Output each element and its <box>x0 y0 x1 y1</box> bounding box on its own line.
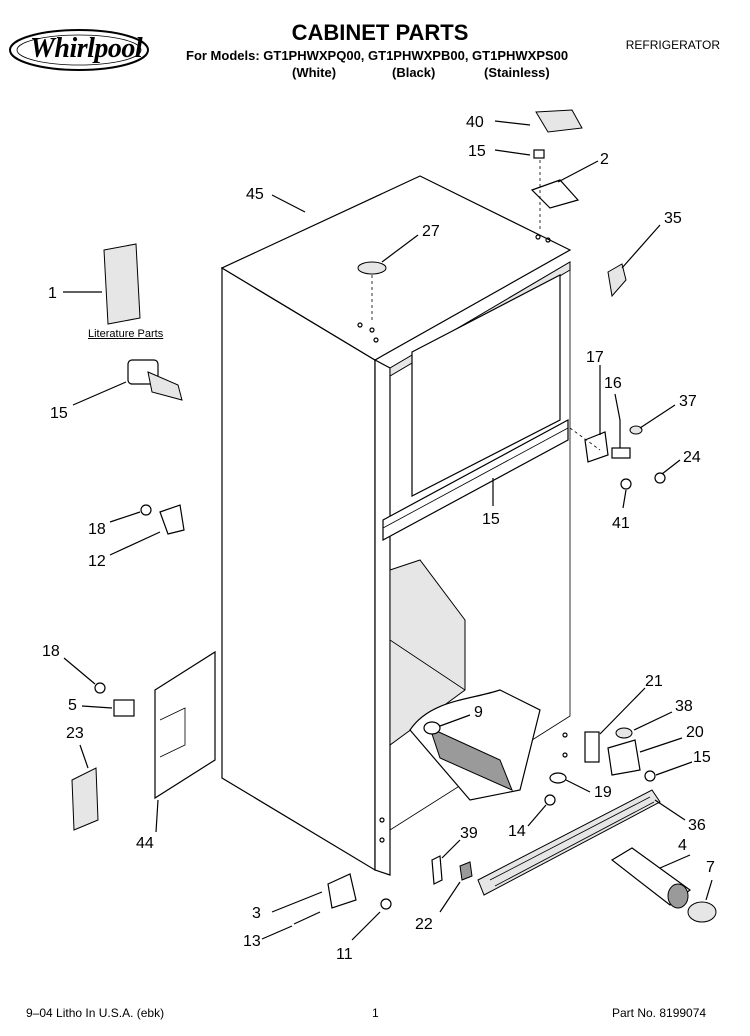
callout-13: 13 <box>243 933 261 950</box>
variant-white: (White) <box>292 65 337 80</box>
toe-grille-36 <box>477 789 661 896</box>
bottom-hinge <box>544 727 656 806</box>
callout-4: 4 <box>678 837 687 854</box>
callout-15-top: 15 <box>468 143 486 160</box>
callout-19: 19 <box>594 784 612 801</box>
whirlpool-logo <box>9 29 149 71</box>
product-category: REFRIGERATOR <box>625 38 720 52</box>
callout-15-mid-right: 24 <box>683 449 701 466</box>
clip-12 <box>140 504 185 535</box>
callout-21: 21 <box>645 673 663 690</box>
callout-9: 9 <box>474 704 483 721</box>
callout-12: 12 <box>88 553 106 570</box>
callout-2: 2 <box>600 151 609 168</box>
callout-15-mid: 41 <box>612 515 630 532</box>
callout-35: 35 <box>664 210 682 227</box>
cabinet-shell <box>220 175 572 876</box>
page-title: CABINET PARTS <box>291 20 469 45</box>
callout-5: 5 <box>68 697 77 714</box>
middle-hinge <box>569 420 666 490</box>
callout-23: 23 <box>66 725 84 742</box>
callout-38: 38 <box>675 698 693 715</box>
callout-20: 20 <box>686 724 704 741</box>
top-hinge <box>530 109 583 230</box>
callout-15-lower: 15 <box>693 749 711 766</box>
callout-44: 44 <box>136 835 154 852</box>
callout-37: 37 <box>679 393 697 410</box>
callout-40: 40 <box>466 114 484 131</box>
divider-rail <box>382 418 569 542</box>
leveler-24 <box>127 359 183 401</box>
litho-note: 9–04 Litho In U.S.A. (ebk) <box>26 1006 165 1020</box>
callout-1: 1 <box>48 285 57 302</box>
bottom-small-parts <box>293 855 473 925</box>
callout-18-upper: 18 <box>88 521 106 538</box>
callout-16: 16 <box>604 375 622 392</box>
callout-11: 11 <box>336 946 353 963</box>
callout-17: 17 <box>586 349 604 366</box>
leader-lines <box>63 120 713 941</box>
callout-41: 15 <box>482 511 500 528</box>
literature-parts <box>103 243 141 325</box>
callout-3: 3 <box>252 905 261 922</box>
water-filter-4 <box>610 847 717 923</box>
callout-18-lower: 18 <box>42 643 60 660</box>
hinge-cover-35 <box>607 263 627 298</box>
drain-tube-9 <box>409 689 541 801</box>
variant-stainless: (Stainless) <box>484 65 550 80</box>
brand-name: Whirlpool <box>30 33 143 64</box>
page-number: 1 <box>372 1006 379 1020</box>
callout-7: 7 <box>706 859 715 876</box>
callout-27: 27 <box>422 223 440 240</box>
callout-39: 39 <box>460 825 478 842</box>
part-number: Part No. 8199074 <box>612 1006 707 1020</box>
plug-27 <box>357 261 387 320</box>
model-list: For Models: GT1PHWXPQ00, GT1PHWXPB00, GT… <box>186 48 569 63</box>
callout-36: 36 <box>688 817 706 834</box>
callout-22: 22 <box>415 916 433 933</box>
callout-45: 45 <box>246 186 264 203</box>
variant-black: (Black) <box>392 65 436 80</box>
callout-labels: 40 15 2 45 27 35 1 17 16 37 15 24 15 41 … <box>42 114 715 963</box>
side-panel-44 <box>71 650 216 831</box>
literature-parts-label: Literature Parts <box>88 328 164 340</box>
callout-24: 15 <box>50 405 68 422</box>
callout-14: 14 <box>508 823 526 840</box>
